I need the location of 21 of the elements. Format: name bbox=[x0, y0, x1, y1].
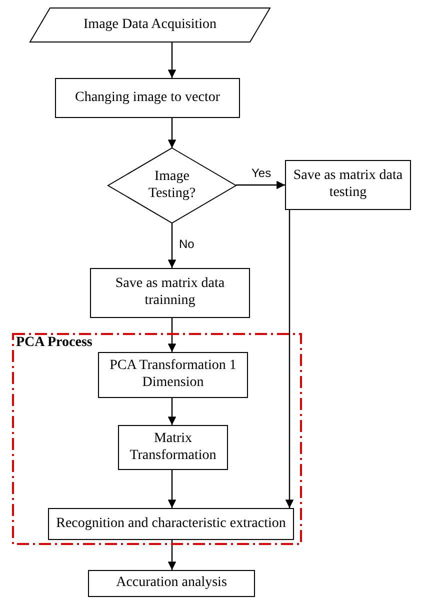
process-box: Accuration analysis bbox=[88, 570, 255, 597]
arrow bbox=[168, 42, 176, 78]
node-label: Image Data Acquisition bbox=[82, 16, 218, 34]
arrow bbox=[168, 223, 176, 268]
process-box: Save as matrix data trainning bbox=[90, 268, 250, 318]
process-box: Matrix Transformation bbox=[118, 425, 228, 470]
process-box: Changing image to vector bbox=[55, 78, 240, 118]
arrow bbox=[168, 540, 176, 570]
arrow bbox=[236, 180, 285, 190]
arrow bbox=[168, 398, 176, 425]
process-box: Recognition and characteristic extraction bbox=[48, 508, 294, 540]
edge-label: Yes bbox=[250, 167, 272, 179]
edge-label: No bbox=[178, 238, 196, 250]
arrow bbox=[168, 470, 176, 508]
process-box: Save as matrix data testing bbox=[285, 160, 411, 210]
group-title: PCA Process bbox=[16, 335, 92, 351]
process-box: PCA Transformation 1 Dimension bbox=[98, 352, 248, 398]
node-label: Image Testing? bbox=[147, 168, 197, 202]
arrow bbox=[285, 210, 294, 508]
arrow bbox=[168, 118, 176, 148]
arrow bbox=[168, 318, 176, 352]
